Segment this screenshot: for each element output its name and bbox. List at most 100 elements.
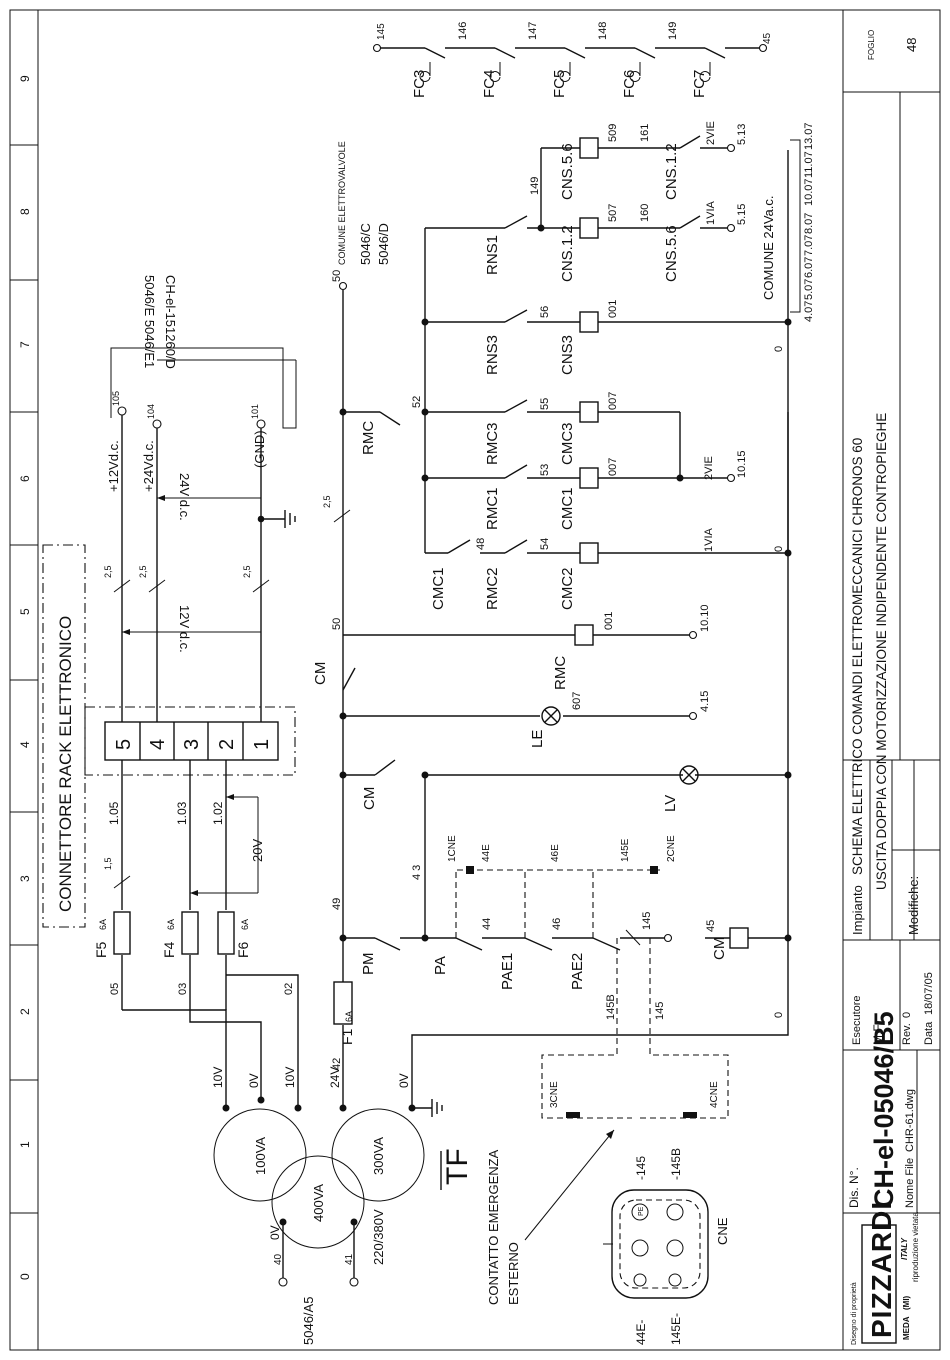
- connector-pin-dividers: [139, 722, 244, 760]
- common-24vac-label: COMUNE 24Va.c.: [761, 195, 776, 300]
- wire-label: 46E: [550, 844, 561, 862]
- wire-section-label: 2,5: [242, 565, 252, 578]
- brand-logo: PIZZARDI: [866, 1201, 897, 1338]
- limit-switch-label: FC6: [621, 70, 638, 98]
- limit-wire-label: 147: [527, 22, 539, 40]
- ground-icon: [412, 1099, 443, 1117]
- rev-label: Rev.: [901, 1023, 913, 1045]
- grid-number: 5: [18, 608, 32, 615]
- primary-leads: [282, 1222, 355, 1278]
- plug-label: 4CNE: [709, 1081, 720, 1108]
- grid-number: 7: [18, 341, 32, 348]
- component-label: PAE2: [569, 953, 586, 990]
- slash-marks: [113, 509, 351, 889]
- transformer-winding-100va: [213, 1108, 307, 1202]
- wire-label: 4 3: [411, 865, 423, 880]
- cne-label: CNE: [715, 1217, 730, 1245]
- lamp-lv: [679, 765, 699, 785]
- v24-label: +24Vd.c.: [141, 440, 156, 492]
- winding-volt: 10V: [211, 1067, 225, 1088]
- grid-number: 2: [18, 1008, 32, 1015]
- winding-volt: 0V: [268, 1225, 282, 1240]
- grid-numbers: 0 1 2 3 4 5 6 7 8 9: [18, 75, 32, 1280]
- connector-pin: 4: [147, 739, 169, 750]
- file-label: Nome File: [904, 1158, 916, 1208]
- brand-country: ITALY: [900, 1237, 909, 1260]
- emergency-plugs: [466, 866, 697, 1118]
- wire-label: 1VIA: [705, 200, 717, 225]
- component-label: CMC1: [559, 487, 576, 530]
- component-label: LV: [662, 795, 679, 812]
- wire-label: 007: [607, 458, 619, 476]
- component-label: CMC1: [430, 567, 447, 610]
- pin-wire-label: 1.05: [107, 801, 121, 825]
- fuse-rating: 6A: [240, 919, 250, 930]
- cne-connector-icon: [603, 1189, 709, 1299]
- winding-volt: 0V: [397, 1073, 411, 1088]
- wire-label: 50: [331, 618, 343, 630]
- wire-label: 149: [529, 177, 541, 195]
- connector-rack-frame: [42, 544, 86, 928]
- component-label: RNS3: [484, 335, 501, 375]
- description-line-1: SCHEMA ELETTRICO COMANDI ELETTROMECCANIC…: [850, 438, 865, 875]
- component-label: RMC: [552, 656, 569, 690]
- terminal-105: [117, 406, 127, 416]
- mains-label: 220/380V: [371, 1209, 386, 1265]
- grid-number: 1: [18, 1141, 32, 1148]
- limit-switch-label: FC3: [411, 70, 428, 98]
- component-label: CM: [361, 787, 378, 810]
- v12-label: +12Vd.c.: [106, 440, 121, 492]
- secondary-wiring: [122, 974, 299, 1108]
- control-wiring: [333, 135, 789, 1108]
- wire-label: 45: [705, 920, 717, 932]
- terminal-label: 105: [111, 391, 121, 406]
- valve-ref-number: 5.07: [803, 279, 815, 300]
- wire-label: 48: [475, 538, 487, 550]
- valve-ref-bracket: [790, 139, 801, 313]
- component-label: CNS3: [559, 335, 576, 375]
- wire-label: 55: [539, 398, 551, 410]
- sheet-number: 48: [904, 38, 919, 52]
- transformer-va-label: 400VA: [311, 1184, 326, 1222]
- emergency-label-1: CONTATTO EMERGENZA: [486, 1149, 501, 1305]
- wire-label: 001: [607, 300, 619, 318]
- wire-label: 42: [331, 1058, 343, 1070]
- valve-ref-number: 10.07: [803, 178, 815, 206]
- limit-wire-label: 146: [457, 22, 469, 40]
- ref-label-1: CH-el-151260/D: [163, 275, 178, 369]
- wire-label: 52: [411, 396, 423, 408]
- copyright-note: riproduzione vietata: [911, 1212, 920, 1282]
- valve-ref-number: 13.07: [803, 122, 815, 150]
- terminal-41: [349, 1277, 359, 1287]
- fuse-label: F6: [235, 941, 251, 958]
- terminal-101: [256, 419, 266, 429]
- limit-switch-label: FC4: [481, 70, 498, 98]
- impianto-label: Impianto: [850, 885, 865, 935]
- emergency-pointer: [524, 1129, 615, 1241]
- wire-section-label: 1,5: [103, 857, 113, 870]
- winding-volt: 24V: [328, 1067, 342, 1088]
- connector-pin-block: [104, 721, 279, 761]
- pin-wire-label: 1.03: [175, 801, 189, 825]
- data-label: Data: [923, 1021, 935, 1045]
- transformer-va-label: 100VA: [253, 1137, 268, 1175]
- dc-12-label: 12V d.c.: [177, 605, 192, 653]
- terminal-104: [152, 419, 162, 429]
- limit-switch-label: FC5: [551, 70, 568, 98]
- common-valves-label: COMUNE ELETTROVALVOLE: [337, 141, 347, 265]
- wire-number-labels: 42 49 4 3 44 46 145 45 0 50 607 4.15 001…: [322, 121, 785, 1070]
- component-label: CM: [711, 937, 728, 960]
- connector-pin: 3: [181, 739, 203, 750]
- junction-dots: [339, 224, 792, 942]
- emergency-label-2: ESTERNO: [506, 1242, 521, 1305]
- valve-ref-number: 7.07: [803, 235, 815, 256]
- component-label: CM: [312, 662, 329, 685]
- limit-wire-label: 149: [667, 22, 679, 40]
- wire-label: 2VIE: [703, 456, 715, 480]
- fuse-rating: 6A: [98, 919, 108, 930]
- fuse-rating: 6A: [344, 1011, 354, 1022]
- wire-label: 2VIE: [705, 121, 717, 145]
- ref-label-2: 5046/E 5046/E1: [142, 275, 157, 368]
- connector-rack-title: CONNETTORE RACK ELETTRONICO: [56, 616, 75, 912]
- grid-number: 8: [18, 208, 32, 215]
